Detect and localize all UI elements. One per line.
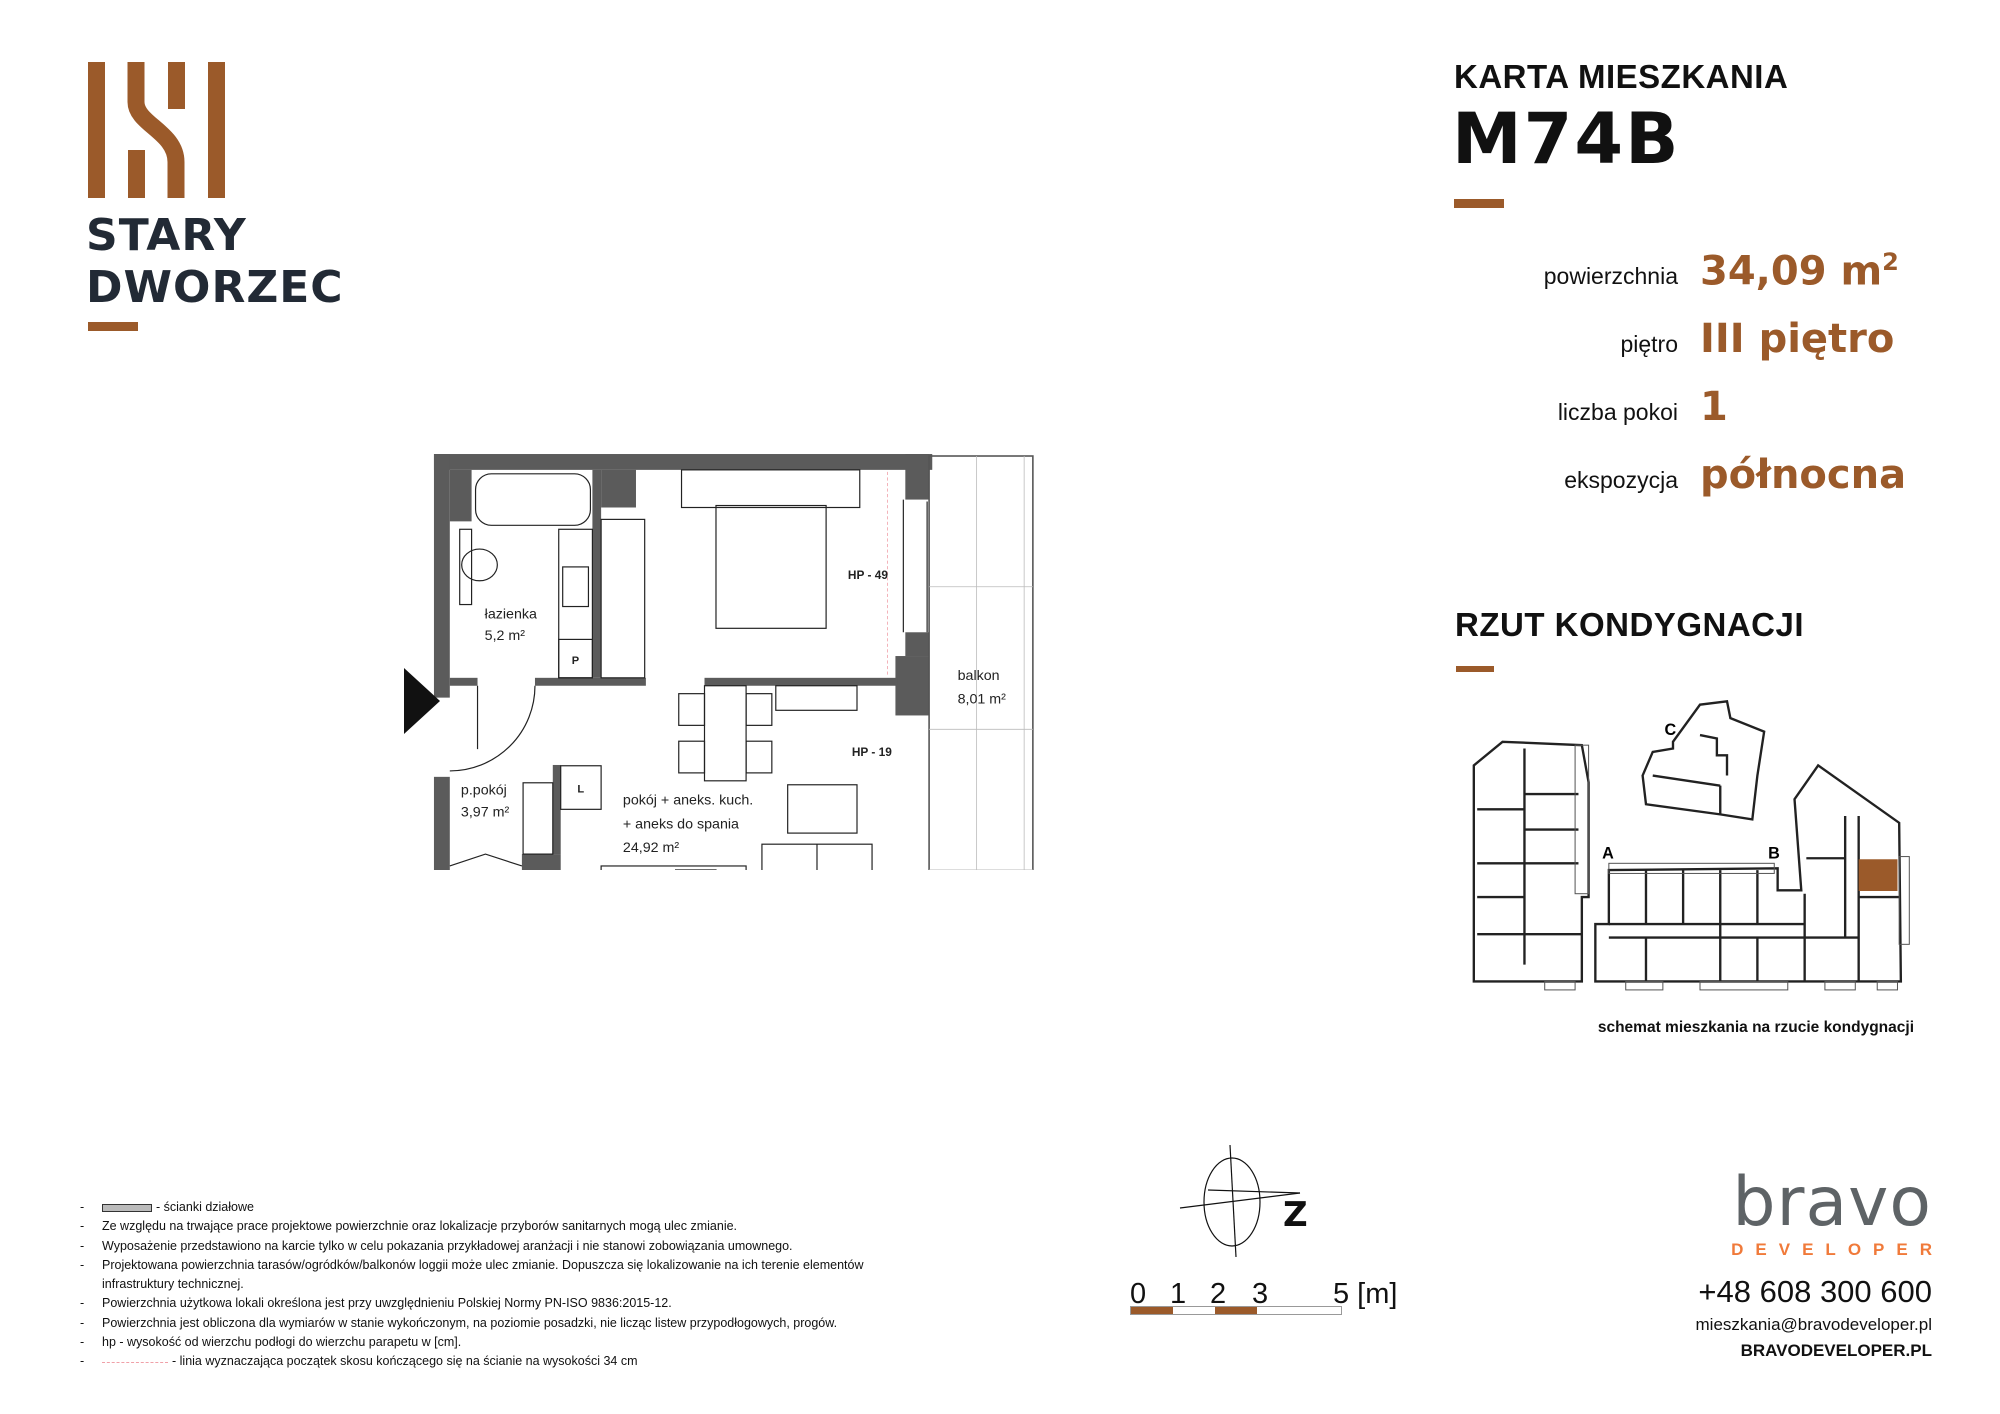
- spec-label: piętro: [1620, 331, 1678, 357]
- bravo-logo-sub: DEVELOPER: [1731, 1240, 1944, 1259]
- slope-line-legend: [102, 1361, 168, 1363]
- note-item: -hp - wysokość od wierzchu podłogi do wi…: [80, 1333, 980, 1352]
- entrance-arrow-icon: [404, 668, 440, 734]
- balcony: [928, 455, 1034, 870]
- floor-plan: łazienka 5,2 m² p.pokój 3,97 m² pokój + …: [433, 454, 1034, 870]
- note-legend-walls: -- ścianki działowe: [80, 1200, 254, 1214]
- spec-list: powierzchnia 34,09 m2 piętro III piętro …: [1378, 248, 1906, 520]
- spec-label: powierzchnia: [1543, 263, 1678, 290]
- key-plan-title: RZUT KONDYGNACJI: [1455, 606, 1805, 643]
- card-title: KARTA MIESZKANIA: [1454, 58, 1789, 95]
- key-plan: A B C: [1472, 699, 1910, 991]
- building-label-a: A: [1602, 844, 1614, 862]
- spec-value-sup: 2: [1882, 248, 1899, 276]
- spec-floor: piętro III piętro: [1378, 316, 1906, 384]
- scale-tick: 1: [1170, 1278, 1187, 1310]
- spec-value: północna: [1700, 452, 1907, 498]
- spec-value: III piętro: [1700, 316, 1895, 362]
- scale-tick: 5 [m]: [1333, 1278, 1398, 1310]
- note-text: - ścianki działowe: [156, 1200, 254, 1214]
- spec-rooms: liczba pokoi 1: [1378, 384, 1906, 452]
- stary-dworzec-logo: [88, 62, 228, 207]
- brand-underline: [88, 322, 138, 331]
- spec-area: powierzchnia 34,09 m2: [1378, 248, 1906, 316]
- hp-label: HP - 49: [848, 568, 888, 582]
- building-label-b: B: [1768, 844, 1780, 862]
- hp-label: HP - 19: [852, 745, 892, 759]
- note-item: -Projektowana powierzchnia tarasów/ogród…: [80, 1256, 980, 1295]
- scale-tick: 0: [1130, 1278, 1147, 1310]
- room-area: 8,01 m²: [958, 692, 1007, 708]
- scale-bar: [1130, 1306, 1342, 1315]
- apartment-code: M74B: [1452, 98, 1681, 180]
- note-text: hp - wysokość od wierzchu podłogi do wie…: [102, 1335, 462, 1350]
- key-plan-underline: [1456, 666, 1494, 672]
- note-text: Wyposażenie przedstawiono na karcie tylk…: [102, 1238, 793, 1253]
- spec-label: ekspozycja: [1564, 467, 1678, 493]
- note-item: -Ze względu na trwające prace projektowe…: [80, 1217, 980, 1236]
- wall-legend-swatch: [102, 1203, 152, 1212]
- compass-icon: [1179, 1144, 1301, 1258]
- bravo-logo: bravo: [1732, 1163, 1932, 1242]
- note-text: Ze względu na trwające prace projektowe …: [102, 1219, 738, 1234]
- spec-label: liczba pokoi: [1557, 399, 1678, 425]
- note-legend-line: -- linia wyznaczająca początek skosu koń…: [80, 1354, 638, 1369]
- walls: [433, 454, 933, 870]
- room-name-2: + aneks do spania: [623, 816, 739, 832]
- note-text: Projektowana powierzchnia tarasów/ogródk…: [102, 1257, 864, 1292]
- title-underline: [1454, 199, 1504, 208]
- email-link[interactable]: mieszkania@bravodeveloper.pl: [1695, 1315, 1933, 1334]
- room-name: pokój + aneks. kuch.: [623, 793, 753, 809]
- note-item: -Wyposażenie przedstawiono na karcie tyl…: [80, 1237, 980, 1256]
- scale-tick: 2: [1210, 1278, 1227, 1310]
- website-link[interactable]: BRAVODEVELOPER.PL: [1740, 1341, 1932, 1360]
- label-p: P: [572, 655, 580, 667]
- label-l: L: [577, 784, 584, 796]
- brand-line-2: DWORZEC: [86, 262, 344, 313]
- room-area: 3,97 m²: [461, 804, 510, 820]
- room-name: balkon: [958, 668, 1000, 684]
- logo-mark-icon: [88, 62, 225, 198]
- notes: -- ścianki działowe -Ze względu na trwaj…: [80, 1198, 980, 1372]
- note-text: - linia wyznaczająca początek skosu końc…: [172, 1354, 638, 1369]
- spec-value: 1: [1700, 384, 1728, 430]
- spec-exposure: ekspozycja północna: [1378, 452, 1906, 520]
- fixtures: [449, 469, 928, 870]
- room-area: 24,92 m²: [623, 840, 679, 856]
- room-area: 5,2 m²: [485, 628, 526, 644]
- room-name: łazienka: [485, 606, 537, 622]
- brand-line-1: STARY: [86, 210, 247, 261]
- scale-tick: 3: [1252, 1278, 1269, 1310]
- note-item: -Powierzchnia użytkowa lokali określona …: [80, 1294, 980, 1313]
- building-label-c: C: [1665, 721, 1677, 739]
- note-text: Powierzchnia jest obliczona dla wymiarów…: [102, 1315, 838, 1330]
- note-text: Powierzchnia użytkowa lokali określona j…: [102, 1296, 672, 1311]
- key-plan-caption: schemat mieszkania na rzucie kondygnacji: [1597, 1019, 1914, 1036]
- spec-value-text: 34,09 m: [1700, 248, 1883, 295]
- spec-value: 34,09 m2: [1700, 248, 1899, 294]
- room-name: p.pokój: [461, 783, 507, 799]
- highlighted-apartment: [1858, 859, 1898, 891]
- compass-label: Z: [1283, 1195, 1308, 1235]
- phone-number[interactable]: +48 608 300 600: [1698, 1274, 1932, 1309]
- note-item: -Powierzchnia jest obliczona dla wymiaró…: [80, 1314, 980, 1333]
